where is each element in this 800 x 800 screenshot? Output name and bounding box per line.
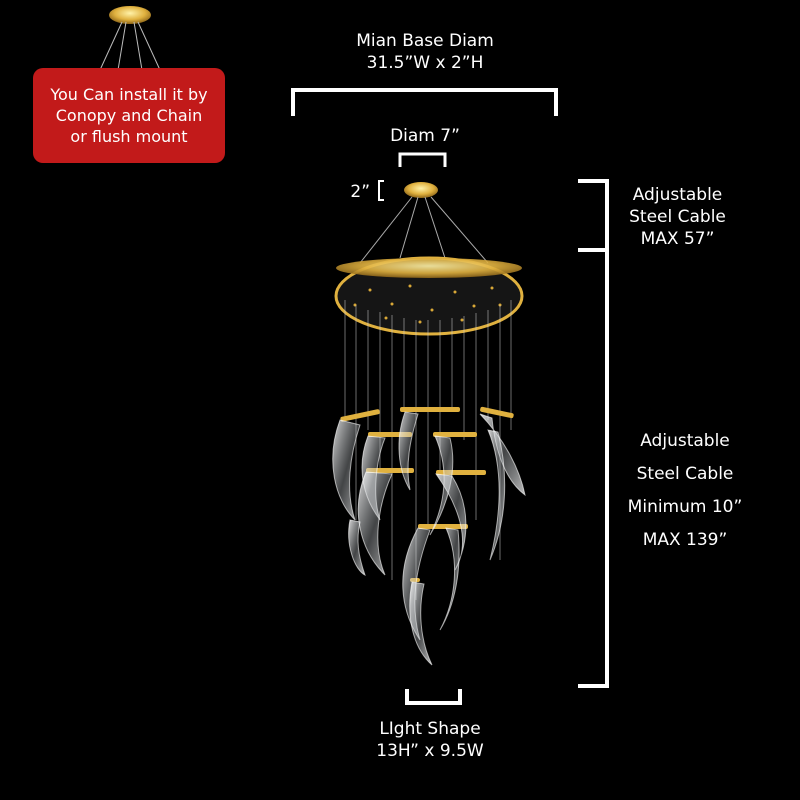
lower-cable-bracket: [578, 248, 609, 688]
glass-ribbons: [332, 411, 526, 666]
lower-cable-line-3: Minimum 10”: [627, 497, 743, 517]
lower-cable-line-2: Steel Cable: [636, 464, 734, 484]
thumbnail-canopy: [99, 6, 161, 71]
light-shape-bracket: [405, 689, 462, 705]
base-dimension-value: 31.5”W x 2”H: [366, 53, 484, 73]
install-note-line-1: You Can install it by: [50, 85, 208, 104]
install-note-line-2: Conopy and Chain: [55, 106, 203, 125]
light-shape-label: LIght Shape 13H” x 9.5W: [345, 718, 515, 762]
install-note-box: You Can install it by Conopy and Chain o…: [33, 68, 225, 163]
base-diameter-bracket: [291, 88, 558, 116]
upper-cable-bracket: [578, 179, 609, 252]
base-dimension-title: Mian Base Diam: [356, 31, 494, 51]
upper-cable-line-2: Steel Cable: [629, 207, 726, 227]
canopy-diameter-label: Diam 7”: [390, 126, 460, 146]
upper-cable-line-3: MAX 57”: [640, 229, 715, 249]
lower-cable-line-4: MAX 139”: [642, 530, 728, 550]
lower-cable-line-1: Adjustable: [640, 431, 730, 451]
light-shape-value: 13H” x 9.5W: [376, 741, 484, 761]
base-dimension-label: Mian Base Diam 31.5”W x 2”H: [300, 30, 550, 74]
lower-cable-label: Adjustable Steel Cable Minimum 10” MAX 1…: [610, 425, 760, 557]
canopy-diameter-bracket: [398, 152, 447, 167]
install-note-line-3: or flush mount: [70, 127, 188, 146]
canopy-height-bracket: [378, 180, 384, 201]
canopy-height-label: 2”: [350, 182, 370, 202]
upper-cable-line-1: Adjustable: [632, 185, 723, 205]
upper-cable-label: Adjustable Steel Cable MAX 57”: [610, 184, 745, 250]
light-shape-title: LIght Shape: [379, 719, 481, 739]
chandelier-canopy: [359, 182, 489, 264]
chandelier-base-disk: [334, 256, 524, 336]
